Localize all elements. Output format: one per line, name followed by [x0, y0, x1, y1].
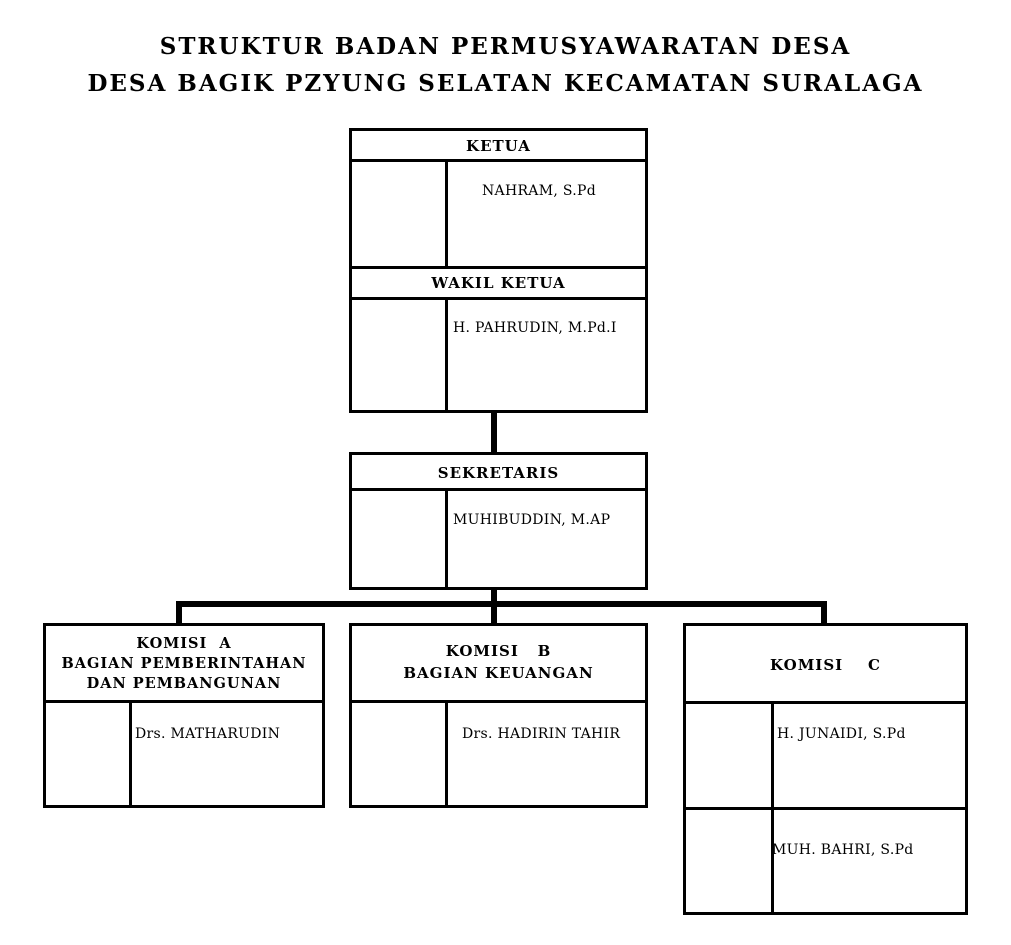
- wakil-top-divider: [352, 266, 645, 269]
- komisi-a-photo-divider: [129, 703, 132, 805]
- komisi-b-subtitle: BAGIAN KEUANGAN: [403, 664, 594, 682]
- komisi-b-title: KOMISI B: [445, 642, 552, 660]
- komisi-a-box: KOMISI A BAGIAN PEMBERINTAHAN DAN PEMBAN…: [43, 623, 325, 808]
- wakil-ketua-header: WAKIL KETUA: [431, 274, 566, 292]
- sekretaris-box: SEKRETARIS MUHIBUDDIN, M.AP: [349, 452, 648, 590]
- komisi-a-name: Drs. MATHARUDIN: [135, 726, 281, 742]
- komisi-c-box: KOMISI C H. JUNAIDI, S.Pd MUH. BAHRI, S.…: [683, 623, 968, 915]
- sekretaris-photo-divider: [445, 491, 448, 587]
- komisi-c-header: KOMISI C: [770, 656, 881, 674]
- connector-komisi-c: [821, 601, 827, 624]
- wakil-photo-divider: [445, 300, 448, 410]
- sekretaris-header-divider: [352, 488, 645, 491]
- ketua-name: NAHRAM, S.Pd: [482, 183, 596, 199]
- ketua-photo-divider: [445, 162, 448, 266]
- chart-title-line-1: STRUKTUR BADAN PERMUSYAWARATAN DESA: [159, 33, 852, 60]
- komisi-a-header-divider: [46, 700, 322, 703]
- komisi-b-name: Drs. HADIRIN TAHIR: [462, 726, 621, 742]
- komisi-b-box: KOMISI B BAGIAN KEUANGAN Drs. HADIRIN TA…: [349, 623, 648, 808]
- wakil-header-divider: [352, 297, 645, 300]
- chart-title-line-2: DESA BAGIK PZYUNG SELATAN KECAMATAN SURA…: [87, 70, 924, 97]
- komisi-c-member-divider: [686, 807, 965, 810]
- komisi-b-header: KOMISI B BAGIAN KEUANGAN: [352, 640, 645, 700]
- komisi-a-title: KOMISI A: [136, 635, 232, 652]
- ketua-header: KETUA: [466, 137, 531, 155]
- sekretaris-header: SEKRETARIS: [437, 464, 560, 482]
- komisi-a-subtitle-1: BAGIAN PEMBERINTAHAN: [61, 655, 307, 672]
- ketua-header-divider: [352, 159, 645, 162]
- komisi-a-subtitle-2: DAN PEMBANGUNAN: [86, 675, 282, 692]
- komisi-c-header-divider: [686, 701, 965, 704]
- sekretaris-name: MUHIBUDDIN, M.AP: [453, 512, 611, 528]
- komisi-a-header: KOMISI A BAGIAN PEMBERINTAHAN DAN PEMBAN…: [46, 634, 322, 700]
- komisi-c-member-2: MUH. BAHRI, S.Pd: [772, 842, 914, 858]
- komisi-b-header-divider: [352, 700, 645, 703]
- komisi-c-member-1: H. JUNAIDI, S.Pd: [777, 726, 906, 742]
- connector-sekretaris-down: [491, 590, 497, 624]
- connector-komisi-a: [176, 601, 182, 624]
- connector-ketua-sekretaris: [491, 413, 497, 452]
- wakil-ketua-name: H. PAHRUDIN, M.Pd.I: [453, 320, 617, 336]
- ketua-wakil-box: KETUA NAHRAM, S.Pd WAKIL KETUA H. PAHRUD…: [349, 128, 648, 413]
- komisi-b-photo-divider: [445, 703, 448, 805]
- connector-horizontal-bar: [176, 601, 827, 607]
